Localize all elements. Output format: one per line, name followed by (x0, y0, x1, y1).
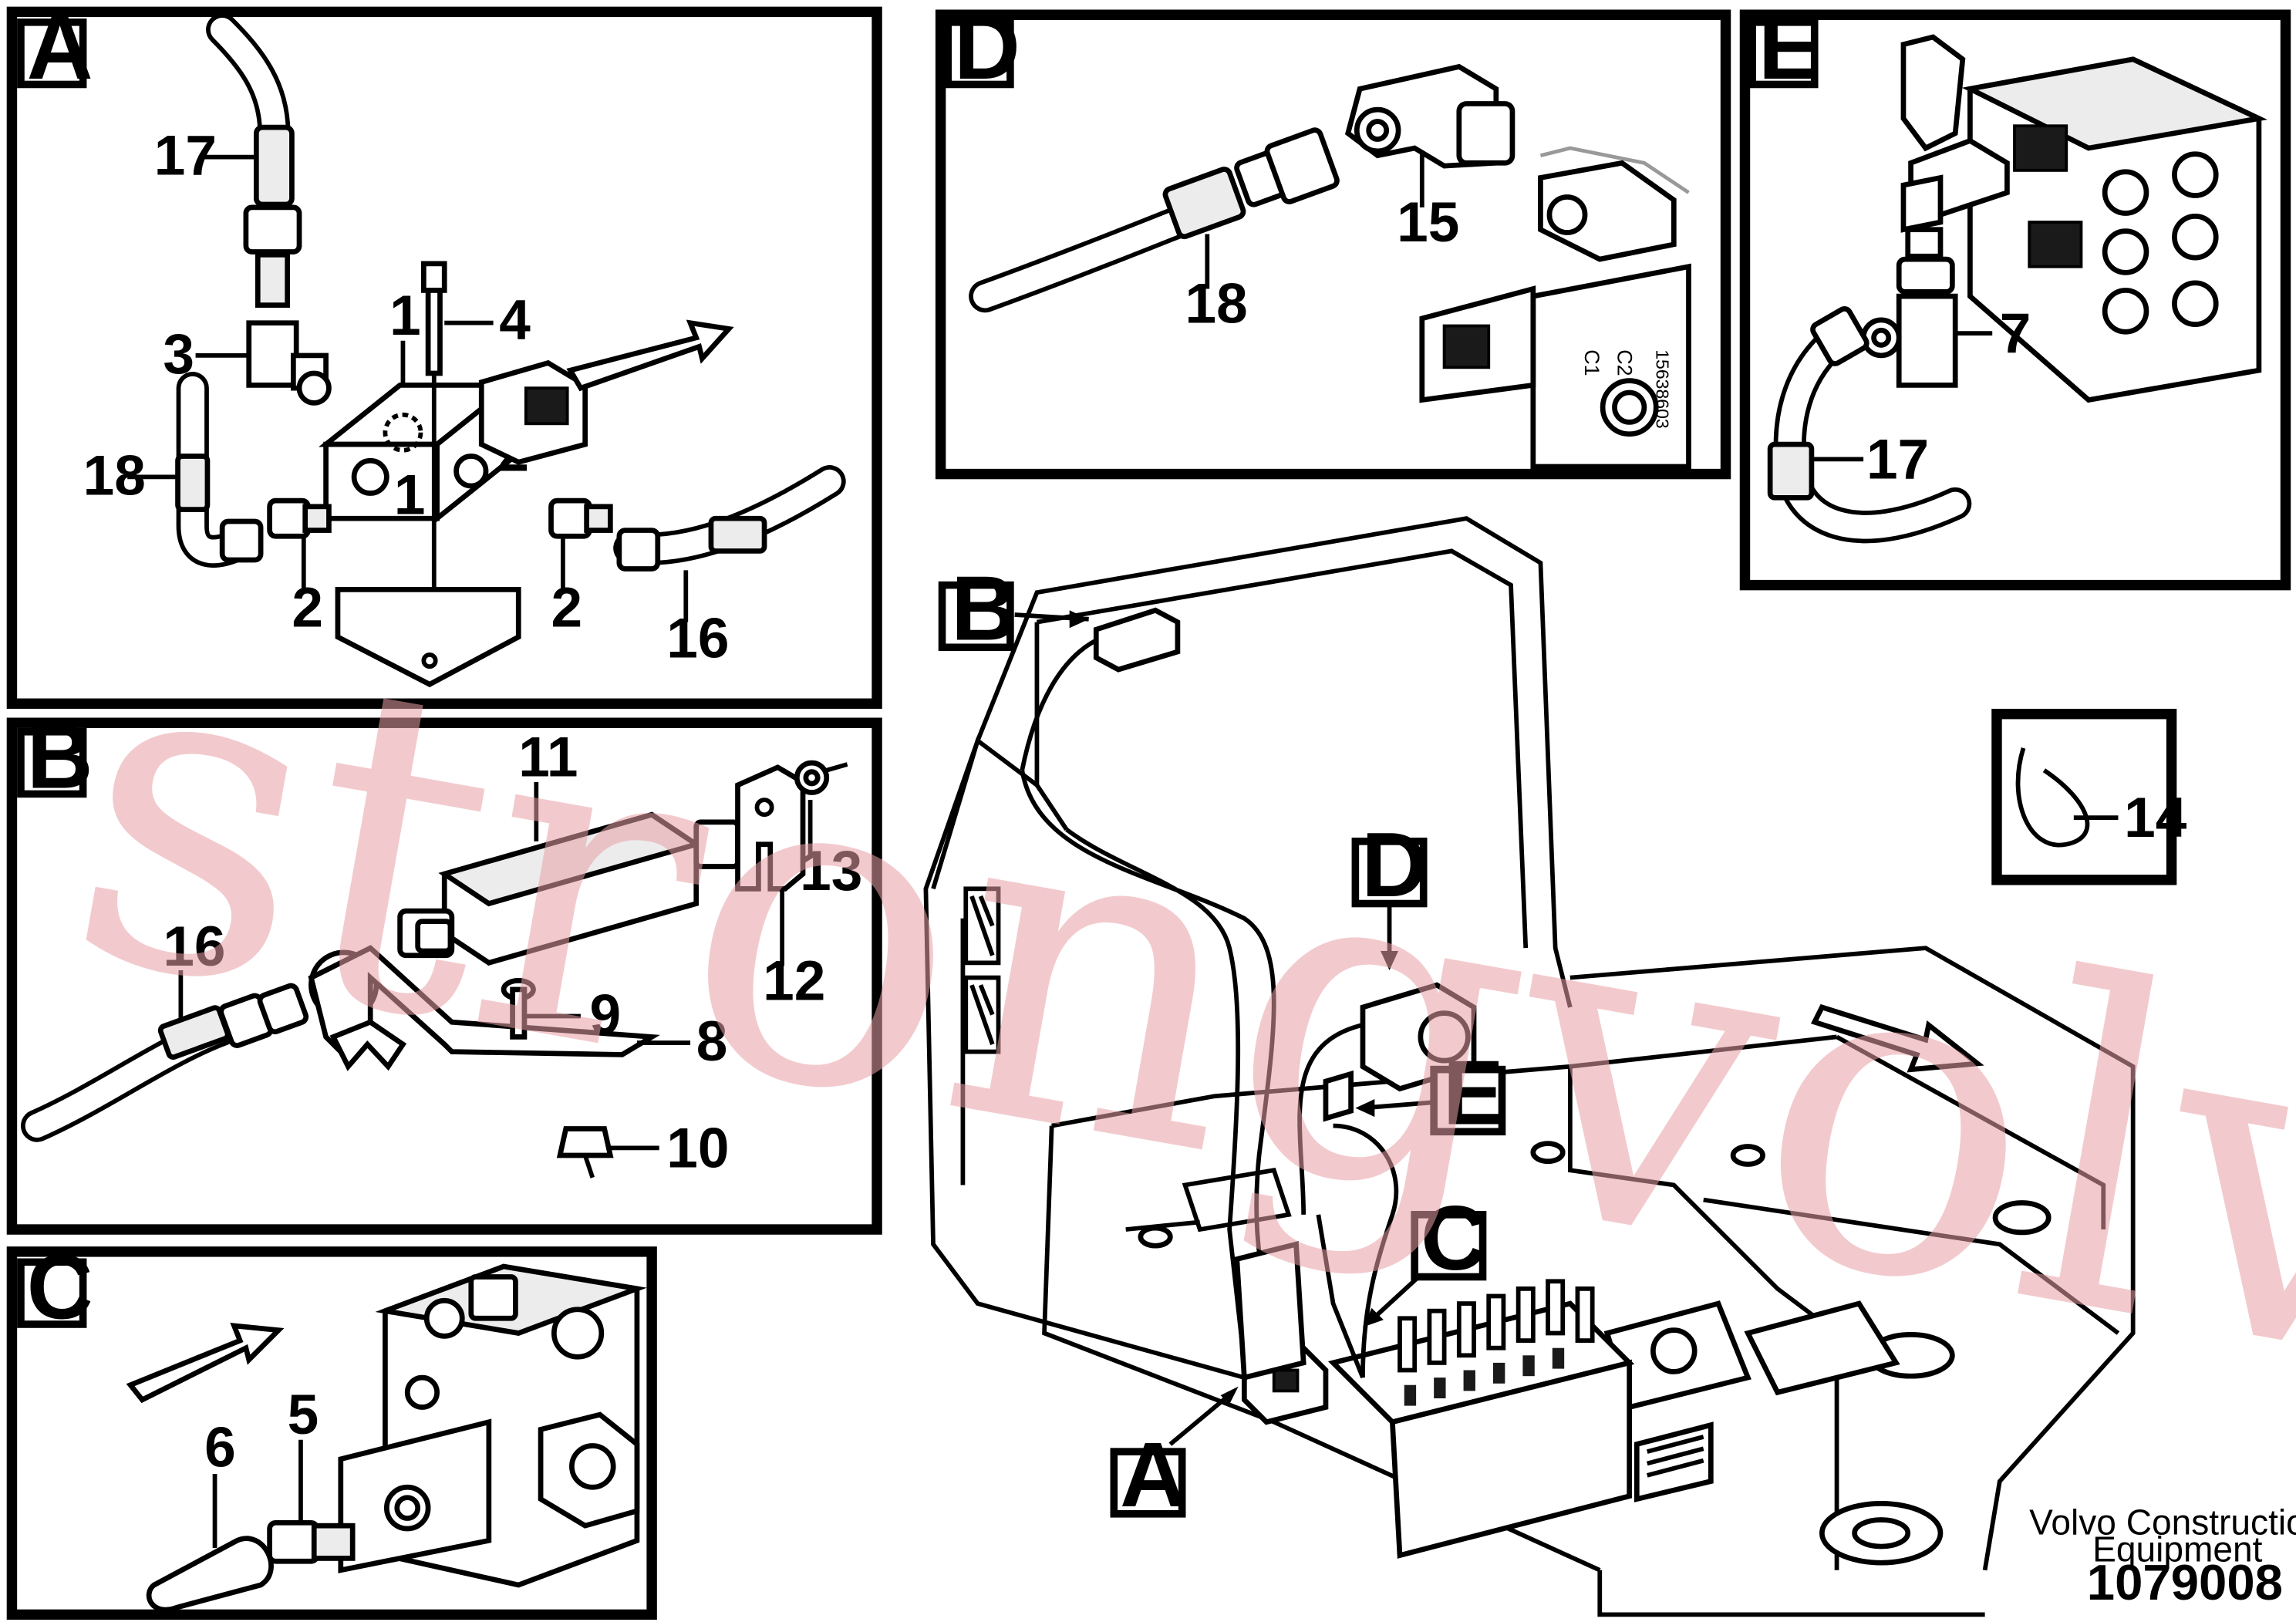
callout-14: 14 (2124, 787, 2187, 849)
panel-e: E 7 17 (1739, 0, 2291, 591)
panel-b-tag: B (27, 706, 93, 808)
credit-block: Volvo Construction Equipment 1079008 (2029, 1502, 2296, 1611)
credit-line-2: Equipment (2092, 1529, 2262, 1569)
panel-b: B 11 13 12 16 9 8 10 (6, 706, 882, 1235)
callout-17-e: 17 (1866, 428, 1929, 491)
document-number: 1079008 (2087, 1554, 2283, 1610)
panel-a-tag: A (27, 0, 93, 99)
overview-tag-c: C (1421, 1187, 1487, 1290)
callout-18: 18 (83, 444, 146, 507)
callout-2b: 2 (551, 576, 583, 639)
callout-3: 3 (163, 323, 194, 386)
panel-d: C1 C2 15638603 D 15 18 (935, 0, 1731, 480)
callout-11: 11 (518, 726, 578, 788)
credit-line-1: Volvo Construction (2029, 1502, 2296, 1543)
callout-15: 15 (1397, 191, 1459, 254)
panel-e-tag: E (1758, 0, 1819, 99)
panel-14: 14 (1991, 708, 2187, 885)
callout-4: 4 (499, 289, 531, 352)
callout-12: 12 (763, 949, 825, 1012)
svg-text:C1: C1 (1580, 349, 1603, 376)
svg-text:1: 1 (394, 464, 426, 526)
callout-5: 5 (288, 1384, 319, 1446)
callout-10: 10 (666, 1117, 729, 1179)
callout-16: 16 (666, 608, 729, 670)
panel-c: C 6 5 (6, 1236, 657, 1620)
overview-tag-a: A (1120, 1424, 1186, 1526)
callout-17: 17 (154, 125, 217, 187)
callout-1: 1 (389, 285, 421, 347)
callout-16-b: 16 (163, 916, 225, 978)
callout-2a: 2 (292, 576, 323, 639)
panel-d-tag: D (954, 0, 1020, 99)
overview-machine: B D E C A (923, 516, 2136, 1617)
callout-6: 6 (204, 1416, 236, 1479)
callout-7: 7 (2000, 302, 2031, 365)
callout-13: 13 (800, 840, 862, 902)
panel-a: 1 2 (6, 0, 882, 709)
callout-18-d: 18 (1185, 273, 1248, 336)
callout-9: 9 (589, 984, 621, 1047)
overview-tag-e: E (1443, 1042, 1504, 1145)
callout-8: 8 (696, 1010, 728, 1073)
panel-c-tag: C (27, 1236, 93, 1338)
overview-tag-b: B (951, 558, 1017, 660)
svg-text:C2: C2 (1613, 349, 1636, 376)
svg-text:15638603: 15638603 (1652, 349, 1672, 428)
overview-tag-d: D (1361, 814, 1428, 916)
